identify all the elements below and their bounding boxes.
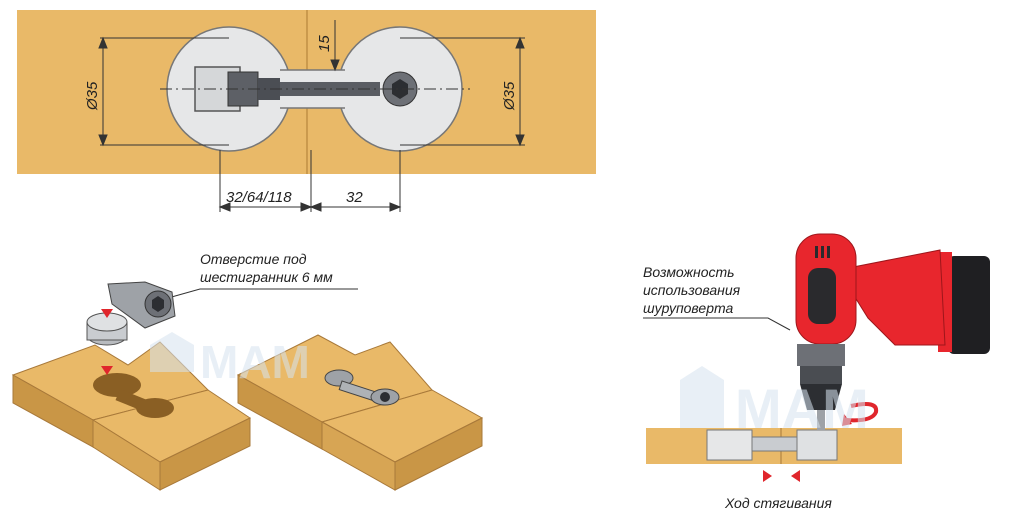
travel-arrow-left bbox=[763, 470, 772, 482]
hex-bolt-exploded bbox=[107, 281, 176, 329]
insert-arrow-2 bbox=[101, 366, 113, 375]
hex-hole-callout: Отверстие под шестигранник 6 мм bbox=[167, 251, 358, 299]
tightening-travel-label: Ход стягивания bbox=[724, 495, 832, 511]
watermark-left: МАМ bbox=[150, 332, 310, 388]
drill-line1: Возможность bbox=[643, 264, 735, 280]
drill-callout: Возможность использования шуруповерта bbox=[643, 264, 791, 331]
assembly-left bbox=[11, 281, 252, 491]
drill-line2: использования bbox=[643, 282, 741, 298]
board-recess bbox=[93, 373, 174, 418]
drill-section: Ход стягивания bbox=[646, 428, 902, 511]
rotation-arrow bbox=[845, 402, 879, 423]
section-connector bbox=[706, 429, 838, 461]
dim-left-diameter-label: Ø35 bbox=[84, 81, 101, 111]
dim-right-diameter bbox=[400, 36, 525, 147]
dim-right-diameter-label: Ø35 bbox=[501, 81, 518, 111]
cam-housing-exploded bbox=[86, 312, 128, 346]
travel-arrow-right bbox=[791, 470, 800, 482]
dim-right-spacing-label: 32 bbox=[346, 189, 363, 206]
dim-gap-label: 15 bbox=[316, 35, 333, 52]
top-view: Ø35 Ø35 15 32/64/118 32 bbox=[17, 10, 596, 212]
dim-left-diameter bbox=[98, 36, 229, 147]
dim-left-spacing-label: 32/64/118 bbox=[226, 189, 292, 206]
dim-gap bbox=[330, 20, 340, 72]
connector-installed bbox=[324, 369, 400, 406]
drill-line3: шуруповерта bbox=[643, 300, 734, 316]
cordless-drill bbox=[795, 233, 990, 430]
watermark-right-text: МАМ bbox=[735, 377, 869, 440]
hex-hole-line1: Отверстие под bbox=[200, 251, 307, 267]
watermark-right: МАМ bbox=[680, 366, 869, 440]
hex-hole-line2: шестигранник 6 мм bbox=[200, 269, 333, 285]
watermark-left-text: МАМ bbox=[200, 336, 310, 388]
dim-spacing bbox=[218, 150, 402, 212]
assembly-right bbox=[236, 334, 484, 491]
insert-arrow-1 bbox=[101, 309, 113, 318]
